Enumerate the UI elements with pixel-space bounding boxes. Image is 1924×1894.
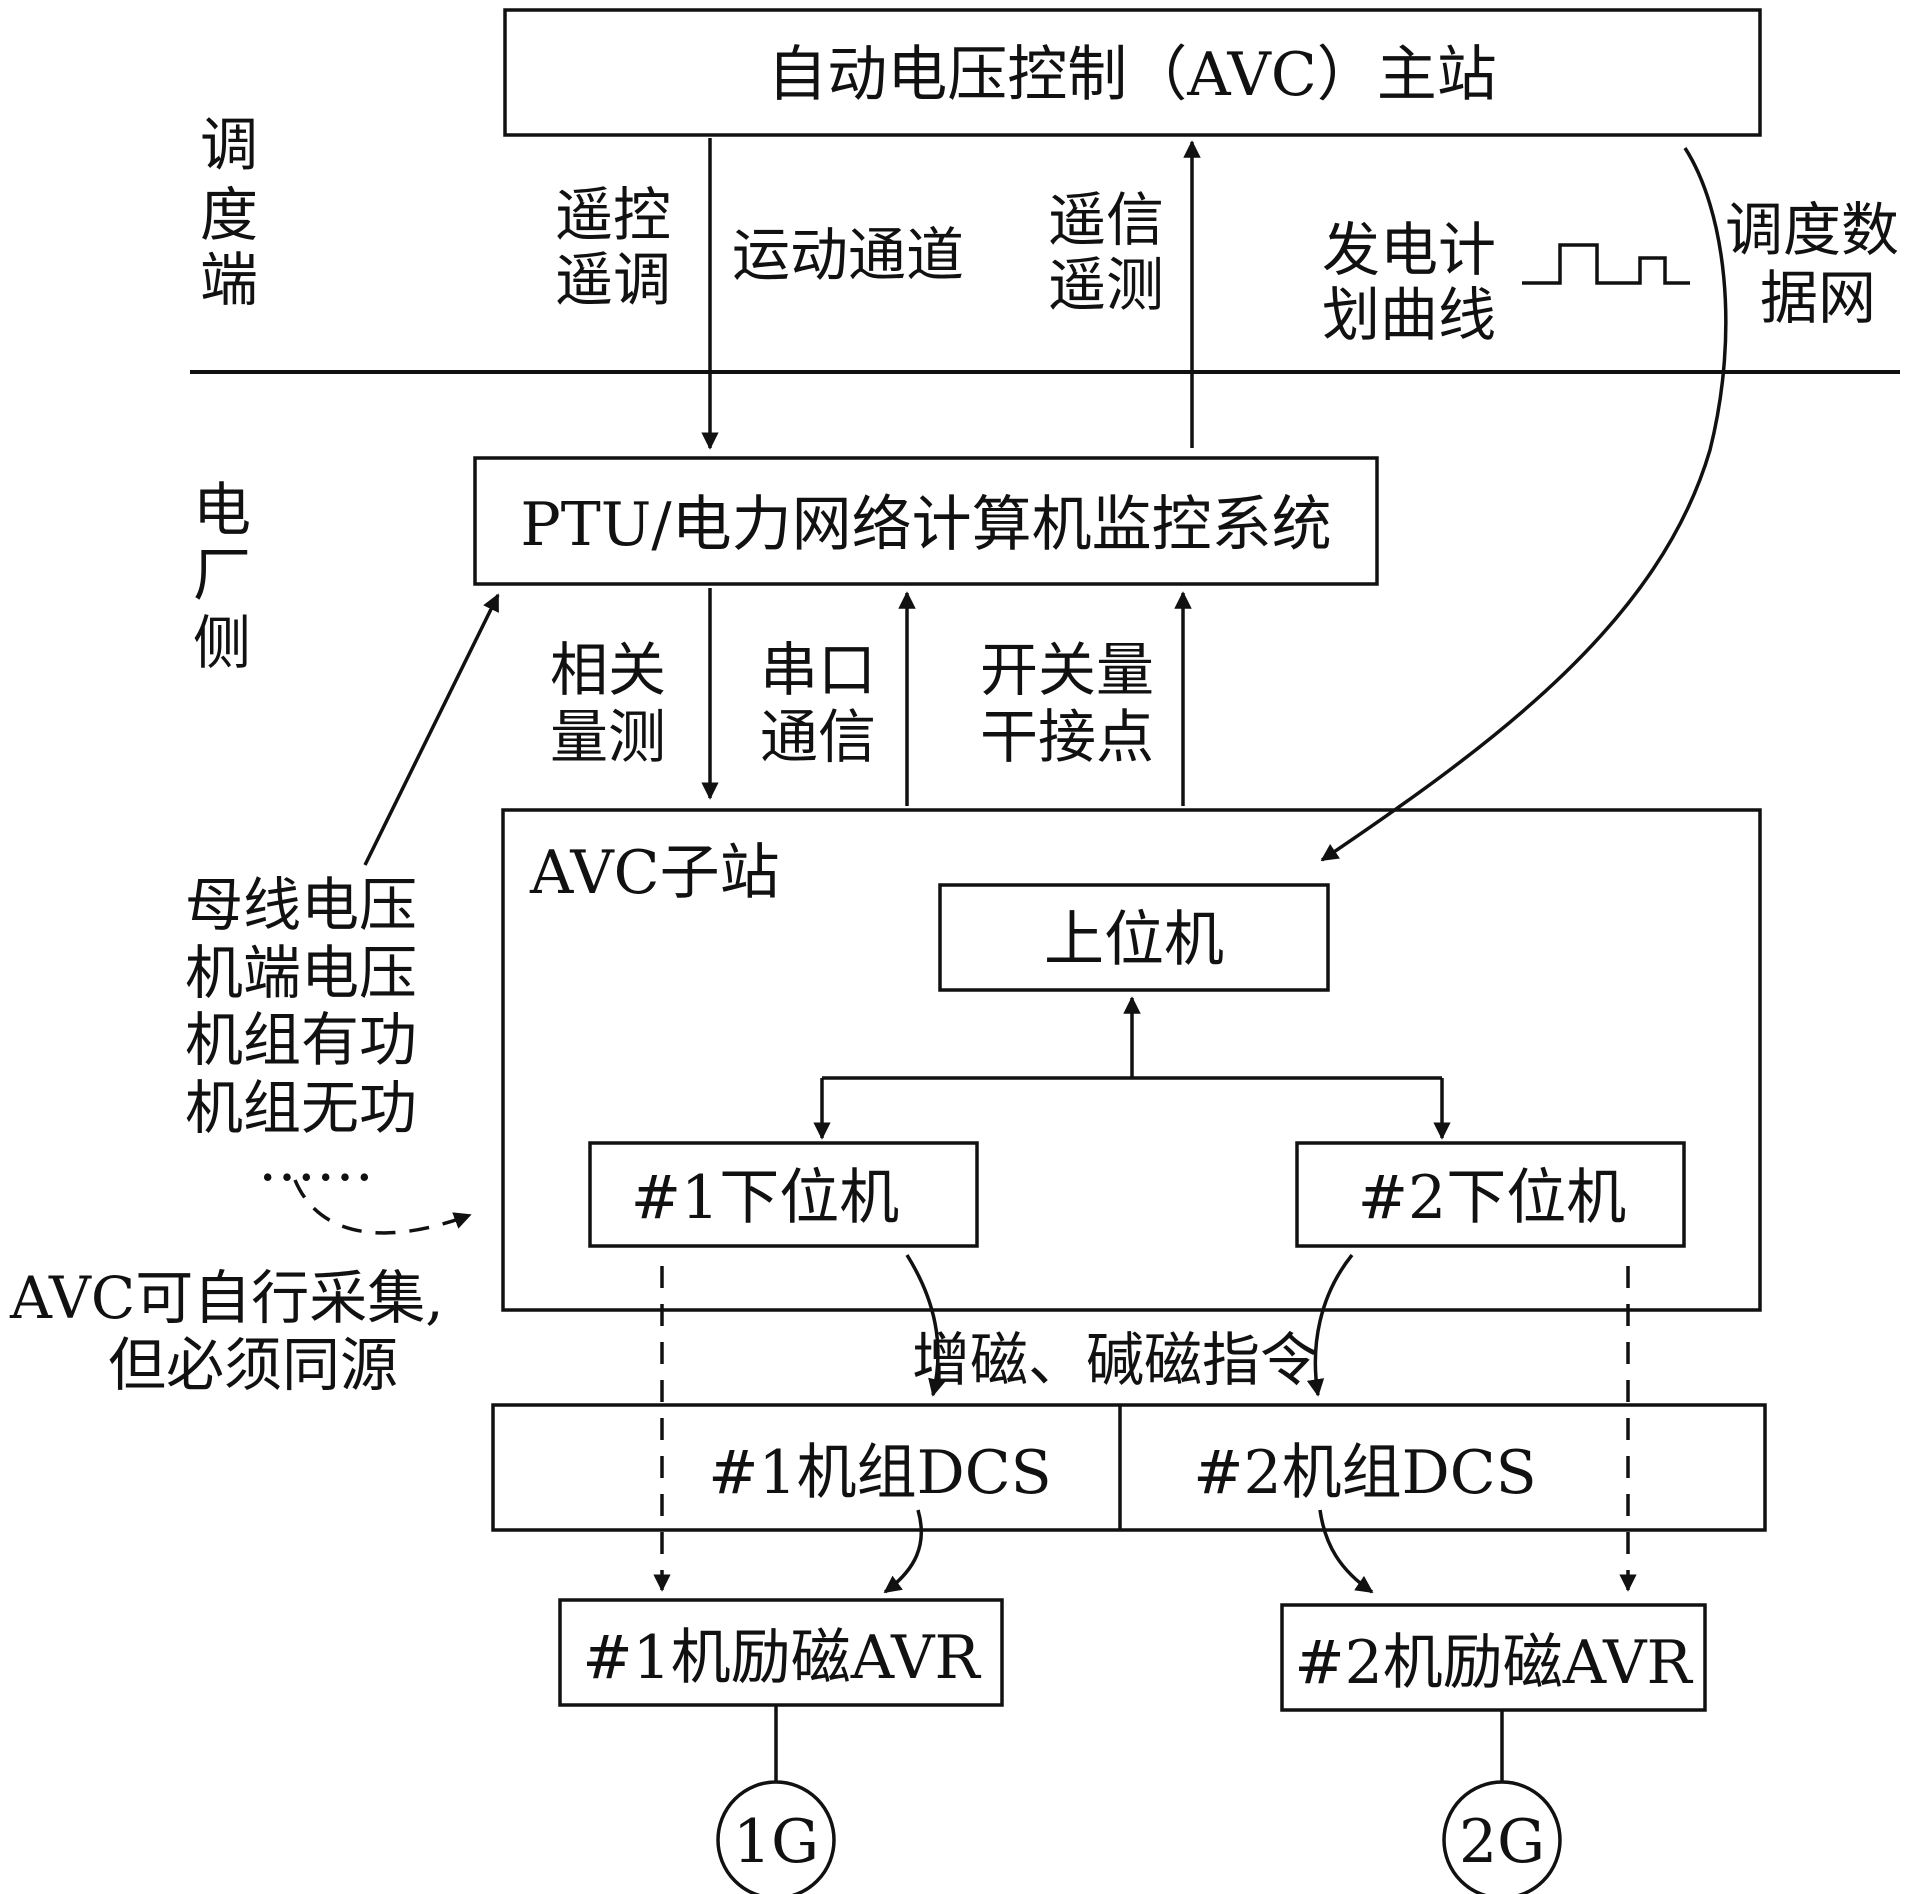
remote-control-label-1: 遥控: [555, 181, 671, 249]
avc-substation-box: [501, 808, 1762, 1312]
lower-computer-2-label: #2下位机: [1358, 1163, 1626, 1233]
generation-plan-label-1: 发电计: [1322, 216, 1496, 284]
measurement-to-ptu-arrow: [363, 593, 500, 866]
dcs-2-label: #2机组DCS: [1193, 1438, 1537, 1508]
side-label-dispatch-1: 调: [200, 111, 258, 179]
lower-computer-1-label: #1下位机: [631, 1163, 899, 1233]
dispatch-network-curve: [1320, 147, 1728, 862]
measurement-item-reactive-power: 机组无功: [185, 1074, 417, 1142]
dispatch-network-label-1: 调度数: [1725, 196, 1899, 264]
avr-2-label: #2机励磁AVR: [1294, 1628, 1693, 1698]
switch-label-1: 开关量: [980, 636, 1154, 704]
remote-signal-label-1: 遥信: [1048, 186, 1164, 254]
avc-master-label: 自动电压控制（AVC）主站: [767, 40, 1497, 110]
upper-computer-label: 上位机: [1044, 905, 1224, 975]
serial-label-1: 串口: [760, 636, 876, 704]
ptu-box: [473, 456, 1379, 586]
side-label-plant-3: 侧: [193, 609, 251, 677]
switch-label-2: 干接点: [980, 703, 1154, 771]
dcs2-to-avr2-arrow: [1318, 1509, 1374, 1594]
lower-computer-2-box: [1295, 1141, 1686, 1248]
lower1-to-dcs1-arrow: [905, 1254, 946, 1397]
dcs-box: [491, 1403, 1767, 1532]
self-collect-note-1: AVC可自行采集,: [9, 1264, 444, 1332]
telecontrol-channel-label: 运动通道: [732, 221, 964, 289]
dcs1-to-avr1-arrow: [883, 1509, 923, 1594]
avc-master-box: [503, 8, 1762, 137]
dispatch-network-label-2: 据网: [1760, 264, 1876, 332]
measurement-item-terminal-voltage: 机端电压: [185, 939, 417, 1007]
lower-computer-1-box: [588, 1141, 979, 1248]
measurement-ellipsis: ……: [258, 1126, 374, 1194]
avr-1-box: [558, 1598, 1004, 1707]
side-label-dispatch-3: 端: [200, 246, 258, 314]
excitation-command-label: 增磁、碱磁指令: [912, 1326, 1318, 1394]
generation-plan-label-2: 划曲线: [1322, 281, 1496, 349]
side-label-plant-2: 厂: [193, 541, 251, 609]
measurement-label-2: 量测: [550, 703, 666, 771]
self-collect-note-2: 但必须同源: [108, 1331, 398, 1399]
upper-computer-box: [938, 883, 1330, 992]
side-label-dispatch-2: 度: [200, 181, 258, 249]
side-label-plant-1: 电: [193, 476, 251, 544]
dcs-1-label: #1机组DCS: [708, 1438, 1052, 1508]
measurement-item-bus-voltage: 母线电压: [185, 871, 417, 939]
generation-plan-curve: [1522, 243, 1690, 285]
generator-1-circle: [716, 1780, 836, 1894]
remote-signal-label-2: 遥测: [1048, 251, 1164, 319]
remote-control-label-2: 遥调: [555, 246, 671, 314]
generator-1-label: 1G: [733, 1807, 819, 1877]
avr-1-label: #1机励磁AVR: [582, 1623, 981, 1693]
serial-label-2: 通信: [760, 703, 876, 771]
avr-2-box: [1280, 1603, 1707, 1712]
measurement-item-active-power: 机组有功: [185, 1006, 417, 1074]
ptu-label: PTU/电力网络计算机监控系统: [520, 490, 1331, 560]
generator-2-label: 2G: [1459, 1807, 1545, 1877]
generator-2-circle: [1442, 1780, 1562, 1894]
lower2-to-dcs2-arrow: [1306, 1253, 1354, 1397]
avc-substation-label: AVC子站: [529, 838, 780, 908]
measurement-label-1: 相关: [550, 636, 666, 704]
